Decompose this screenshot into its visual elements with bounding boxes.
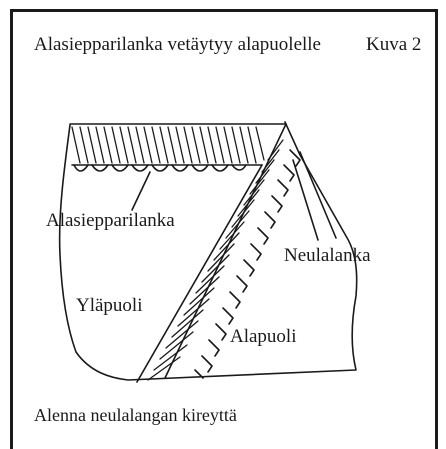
instruction-text: Alenna neulalangan kireyttä — [34, 405, 237, 427]
label-lower-side: Alapuoli — [230, 326, 297, 349]
diag-band-edge-left — [137, 165, 262, 382]
label-upper-side: Yläpuoli — [76, 295, 143, 318]
leader-needle-thread-2 — [300, 152, 336, 238]
top-band-loops — [74, 165, 246, 171]
top-band-hatching — [72, 127, 264, 163]
leader-needle-thread — [293, 160, 318, 240]
label-looper-thread: Alasiepparilanka — [46, 210, 175, 233]
label-needle-thread: Neulalanka — [284, 245, 371, 268]
leader-looper-thread — [132, 172, 150, 210]
